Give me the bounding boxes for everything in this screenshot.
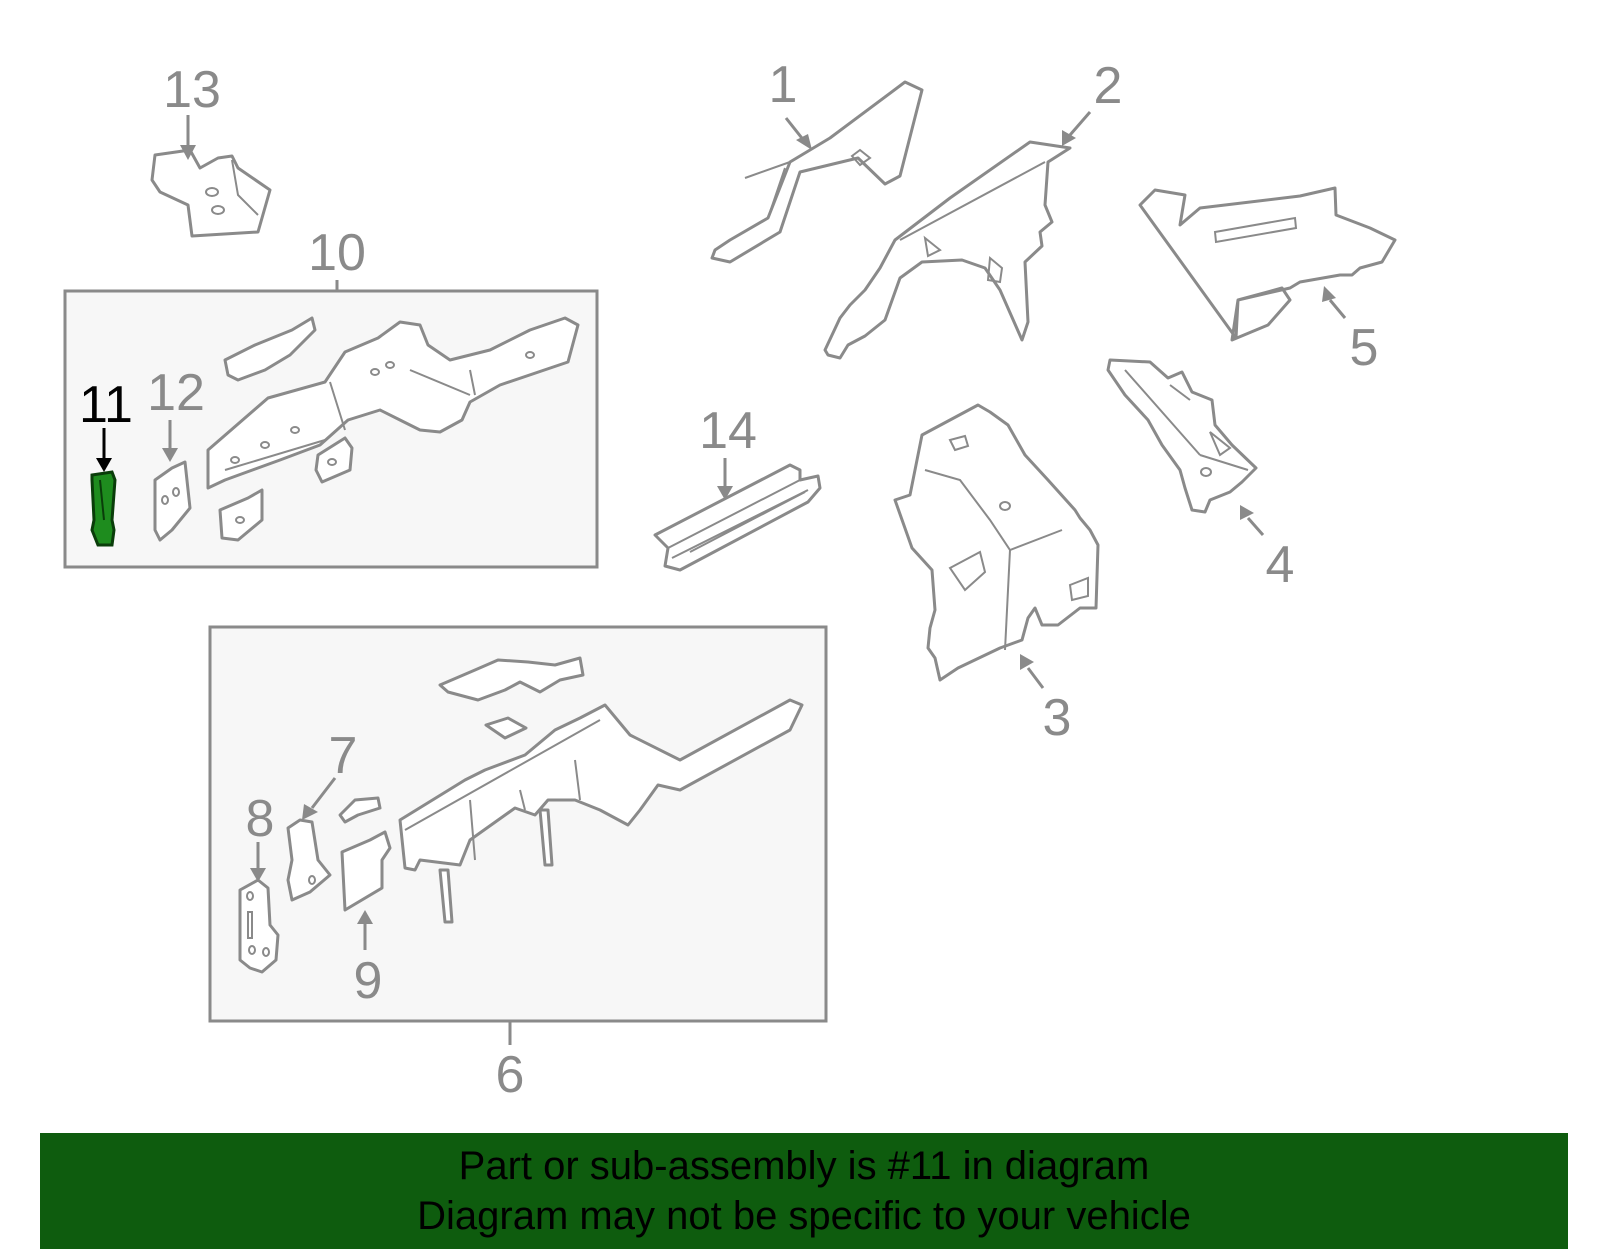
callout-6[interactable]: 6 xyxy=(496,1046,525,1104)
callout-10[interactable]: 10 xyxy=(308,224,366,282)
part-13-bracket[interactable] xyxy=(150,148,272,238)
leader-lines xyxy=(96,111,1347,1045)
callout-12[interactable]: 12 xyxy=(147,364,205,422)
callout-2[interactable]: 2 xyxy=(1094,57,1123,115)
part-12-bracket[interactable] xyxy=(153,460,192,542)
callout-4[interactable]: 4 xyxy=(1266,536,1295,594)
callout-5[interactable]: 5 xyxy=(1350,319,1379,377)
callout-9[interactable]: 9 xyxy=(354,952,383,1010)
part-8-bracket[interactable] xyxy=(238,878,280,974)
callout-8[interactable]: 8 xyxy=(246,790,275,848)
part-11-highlighted[interactable] xyxy=(90,470,117,547)
part-4-rail-piece[interactable] xyxy=(1106,358,1258,514)
callout-1[interactable]: 1 xyxy=(769,56,798,114)
assembly-10-frame-rail[interactable] xyxy=(206,316,580,542)
assembly-6-frame-rail[interactable] xyxy=(338,656,804,924)
part-5-dash-extension[interactable] xyxy=(1138,186,1397,342)
banner-line-1: Part or sub-assembly is #11 in diagram xyxy=(458,1144,1150,1188)
part-2-apron-panel[interactable] xyxy=(823,140,1072,360)
callout-14[interactable]: 14 xyxy=(699,402,757,460)
part-1-upper-rail[interactable] xyxy=(710,80,924,264)
callout-3[interactable]: 3 xyxy=(1043,689,1072,747)
part-7-bracket[interactable] xyxy=(286,818,332,902)
info-banner: Part or sub-assembly is #11 in diagram D… xyxy=(40,1133,1568,1249)
part-3-wheelhouse[interactable] xyxy=(893,403,1100,682)
callout-11[interactable]: 11 xyxy=(79,376,133,434)
part-14-rail-channel[interactable] xyxy=(653,463,822,572)
callout-7[interactable]: 7 xyxy=(329,727,358,785)
part-9-plate[interactable] xyxy=(340,830,392,912)
banner-line-2: Diagram may not be specific to your vehi… xyxy=(417,1194,1191,1238)
callout-labels: 13 1 2 5 10 14 4 11 12 3 7 8 9 6 xyxy=(79,56,1378,1104)
callout-13[interactable]: 13 xyxy=(163,61,221,119)
